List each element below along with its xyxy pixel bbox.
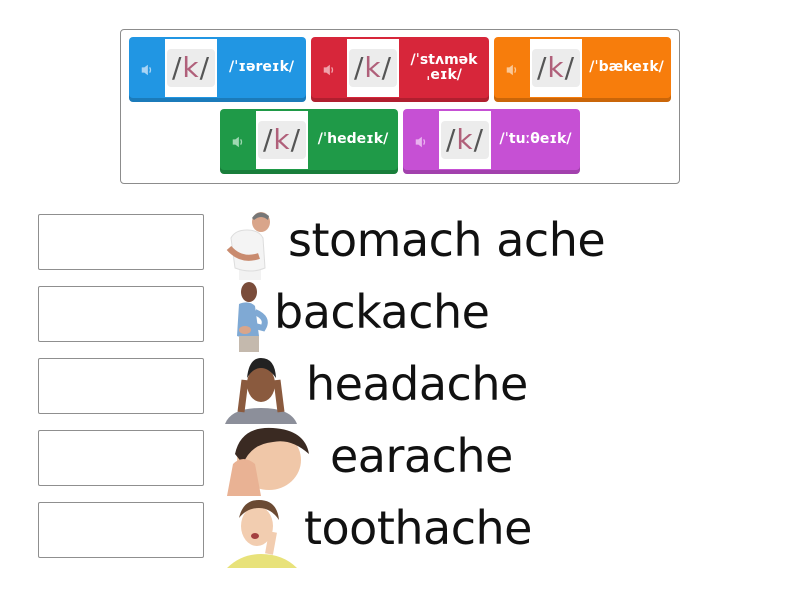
slash: / — [199, 51, 211, 84]
woman-holding-jaw-image — [221, 496, 301, 568]
drop-box[interactable] — [38, 502, 204, 558]
drop-box[interactable] — [38, 358, 204, 414]
k-symbol-box: /k/ — [165, 38, 217, 97]
ipa-label: /ˈhedeɪk/ — [317, 131, 389, 147]
k-symbol-box: /k/ — [530, 38, 582, 97]
target-word: toothache — [304, 501, 532, 555]
slash: / — [381, 51, 393, 84]
speaker-icon[interactable] — [403, 109, 439, 174]
k-letter: k — [182, 51, 200, 84]
slash: / — [262, 123, 274, 156]
ipa-label: /ˈstʌmək ˌeɪk/ — [410, 51, 478, 83]
tile-stomachache[interactable]: /k/ /ˈstʌmək ˌeɪk/ — [311, 37, 489, 102]
ipa-label: /ˈbækeɪk/ — [589, 59, 664, 75]
target-word: stomach ache — [288, 213, 606, 267]
tile-backache[interactable]: /k/ /ˈbækeɪk/ — [494, 37, 671, 102]
boy-holding-ear-image — [221, 424, 311, 496]
drop-box[interactable] — [38, 214, 204, 270]
drop-box[interactable] — [38, 286, 204, 342]
speaker-icon[interactable] — [220, 109, 256, 174]
ipa-label: /ˈtuːθeɪk/ — [499, 131, 572, 147]
k-symbol-box: /k/ — [256, 110, 308, 169]
k-symbol-box: /k/ — [439, 110, 491, 169]
tile-earache[interactable]: /k/ /ˈɪəreɪk/ — [129, 37, 306, 102]
k-symbol-box: /k/ — [347, 38, 399, 97]
target-word: headache — [306, 357, 528, 411]
target-word: earache — [330, 429, 513, 483]
slash: / — [290, 123, 302, 156]
target-row-stomach-ache: stomach ache — [38, 212, 738, 280]
man-holding-stomach-image — [221, 208, 277, 280]
slash: / — [473, 123, 485, 156]
ipa-label: /ˈɪəreɪk/ — [229, 59, 294, 75]
slash: / — [353, 51, 365, 84]
target-row-headache: headache — [38, 357, 738, 424]
speaker-icon[interactable] — [311, 37, 347, 102]
speaker-icon[interactable] — [494, 37, 530, 102]
k-letter: k — [547, 51, 565, 84]
slash: / — [171, 51, 183, 84]
answer-tile-tray: /k/ /ˈɪəreɪk/ /k/ /ˈstʌmək ˌeɪk/ /k/ /ˈb… — [120, 29, 680, 184]
k-letter: k — [364, 51, 382, 84]
slash: / — [536, 51, 548, 84]
k-letter: k — [273, 123, 291, 156]
speaker-icon[interactable] — [129, 37, 165, 102]
k-letter: k — [456, 123, 474, 156]
drop-box[interactable] — [38, 430, 204, 486]
woman-holding-head-image — [221, 352, 301, 424]
slash: / — [445, 123, 457, 156]
tile-toothache[interactable]: /k/ /ˈtuːθeɪk/ — [403, 109, 580, 174]
target-row-toothache: toothache — [38, 500, 738, 568]
tile-headache[interactable]: /k/ /ˈhedeɪk/ — [220, 109, 398, 174]
target-row-earache: earache — [38, 427, 738, 496]
target-row-backache: backache — [38, 282, 738, 352]
target-word: backache — [274, 285, 490, 339]
woman-holding-back-image — [221, 280, 277, 352]
slash: / — [564, 51, 576, 84]
